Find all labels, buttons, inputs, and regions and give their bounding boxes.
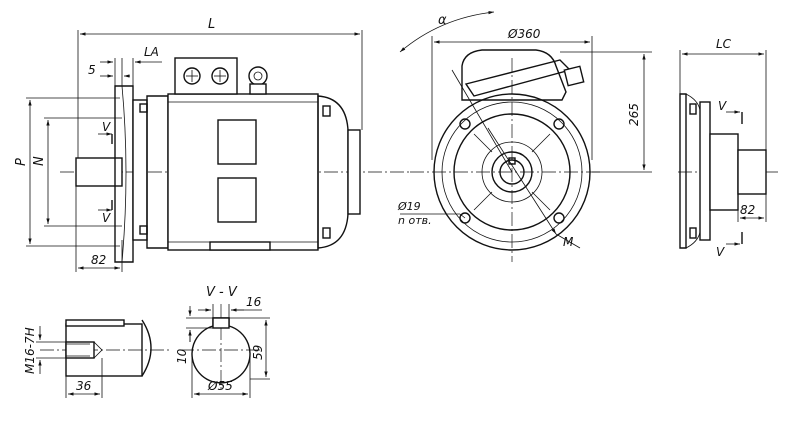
dim-center-height: 265	[627, 103, 641, 126]
dim-spigot-diameter: N	[32, 156, 47, 166]
end-view: α Ø360 265 Ø19 n отв. M	[397, 10, 652, 262]
section-mark-top: V	[102, 120, 111, 134]
dim-shaft-height: 59	[251, 345, 265, 360]
dim-flange-diameter: P	[14, 158, 29, 166]
dim-hole-diameter: Ø19	[397, 200, 421, 213]
shaft-thread-detail: M16-7H 36	[23, 319, 170, 398]
dim-key-depth: 10	[175, 348, 189, 364]
dim-thread-depth: 36	[76, 379, 92, 393]
front-view: V V L LA 5 P N 82	[14, 17, 410, 272]
dim-overall-length: L	[208, 17, 215, 32]
dim-angle: α	[438, 13, 447, 28]
dim-side-length: LC	[716, 37, 732, 51]
section-mark-right-top: V	[718, 99, 727, 113]
section-mark-right-bottom: V	[716, 245, 725, 259]
section-vv: V - V 16 10 59 Ø55	[175, 285, 270, 398]
dim-side-shaft-length: 82	[740, 203, 755, 217]
dim-flange-offset: LA	[144, 45, 159, 59]
dim-shaft-diameter: Ø55	[207, 379, 233, 393]
dim-thread: M16-7H	[23, 327, 37, 374]
dim-flange-thickness: 5	[88, 63, 96, 77]
dim-pitch-circle: M	[563, 235, 574, 249]
section-title: V - V	[206, 285, 238, 300]
section-mark-bottom: V	[102, 211, 111, 225]
dim-key-width: 16	[246, 295, 262, 309]
dim-side-width: Ø360	[507, 27, 541, 41]
dim-hole-count: n отв.	[398, 214, 432, 227]
dim-shaft-length: 82	[91, 253, 106, 267]
right-view: V V LC 82	[678, 37, 778, 259]
